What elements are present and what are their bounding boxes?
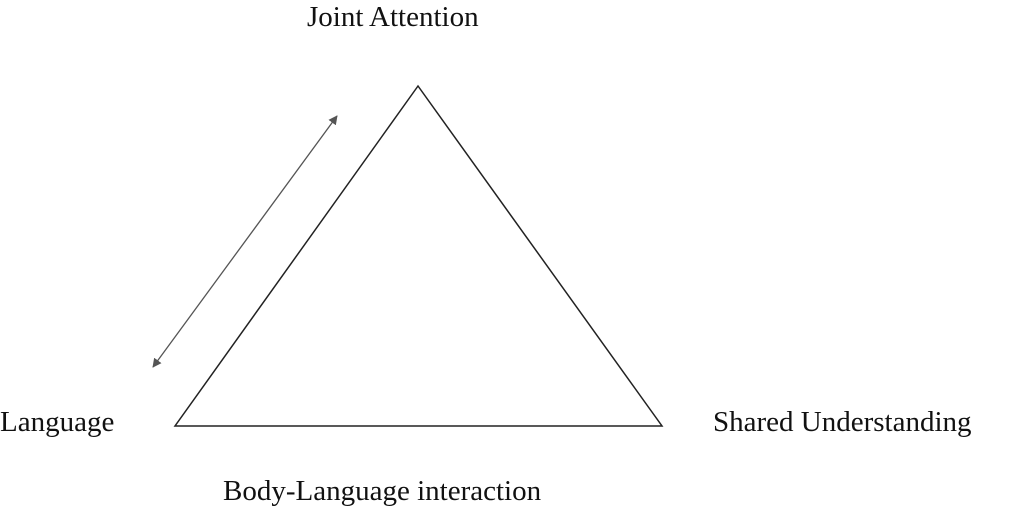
label-language: Language [0, 406, 115, 438]
label-joint-attention: Joint Attention [307, 1, 479, 33]
bidirectional-arrow [152, 115, 338, 368]
label-shared-understanding: Shared Understanding [713, 406, 972, 438]
label-body-language-interaction: Body-Language interaction [223, 475, 542, 507]
triangle [173, 84, 664, 427]
